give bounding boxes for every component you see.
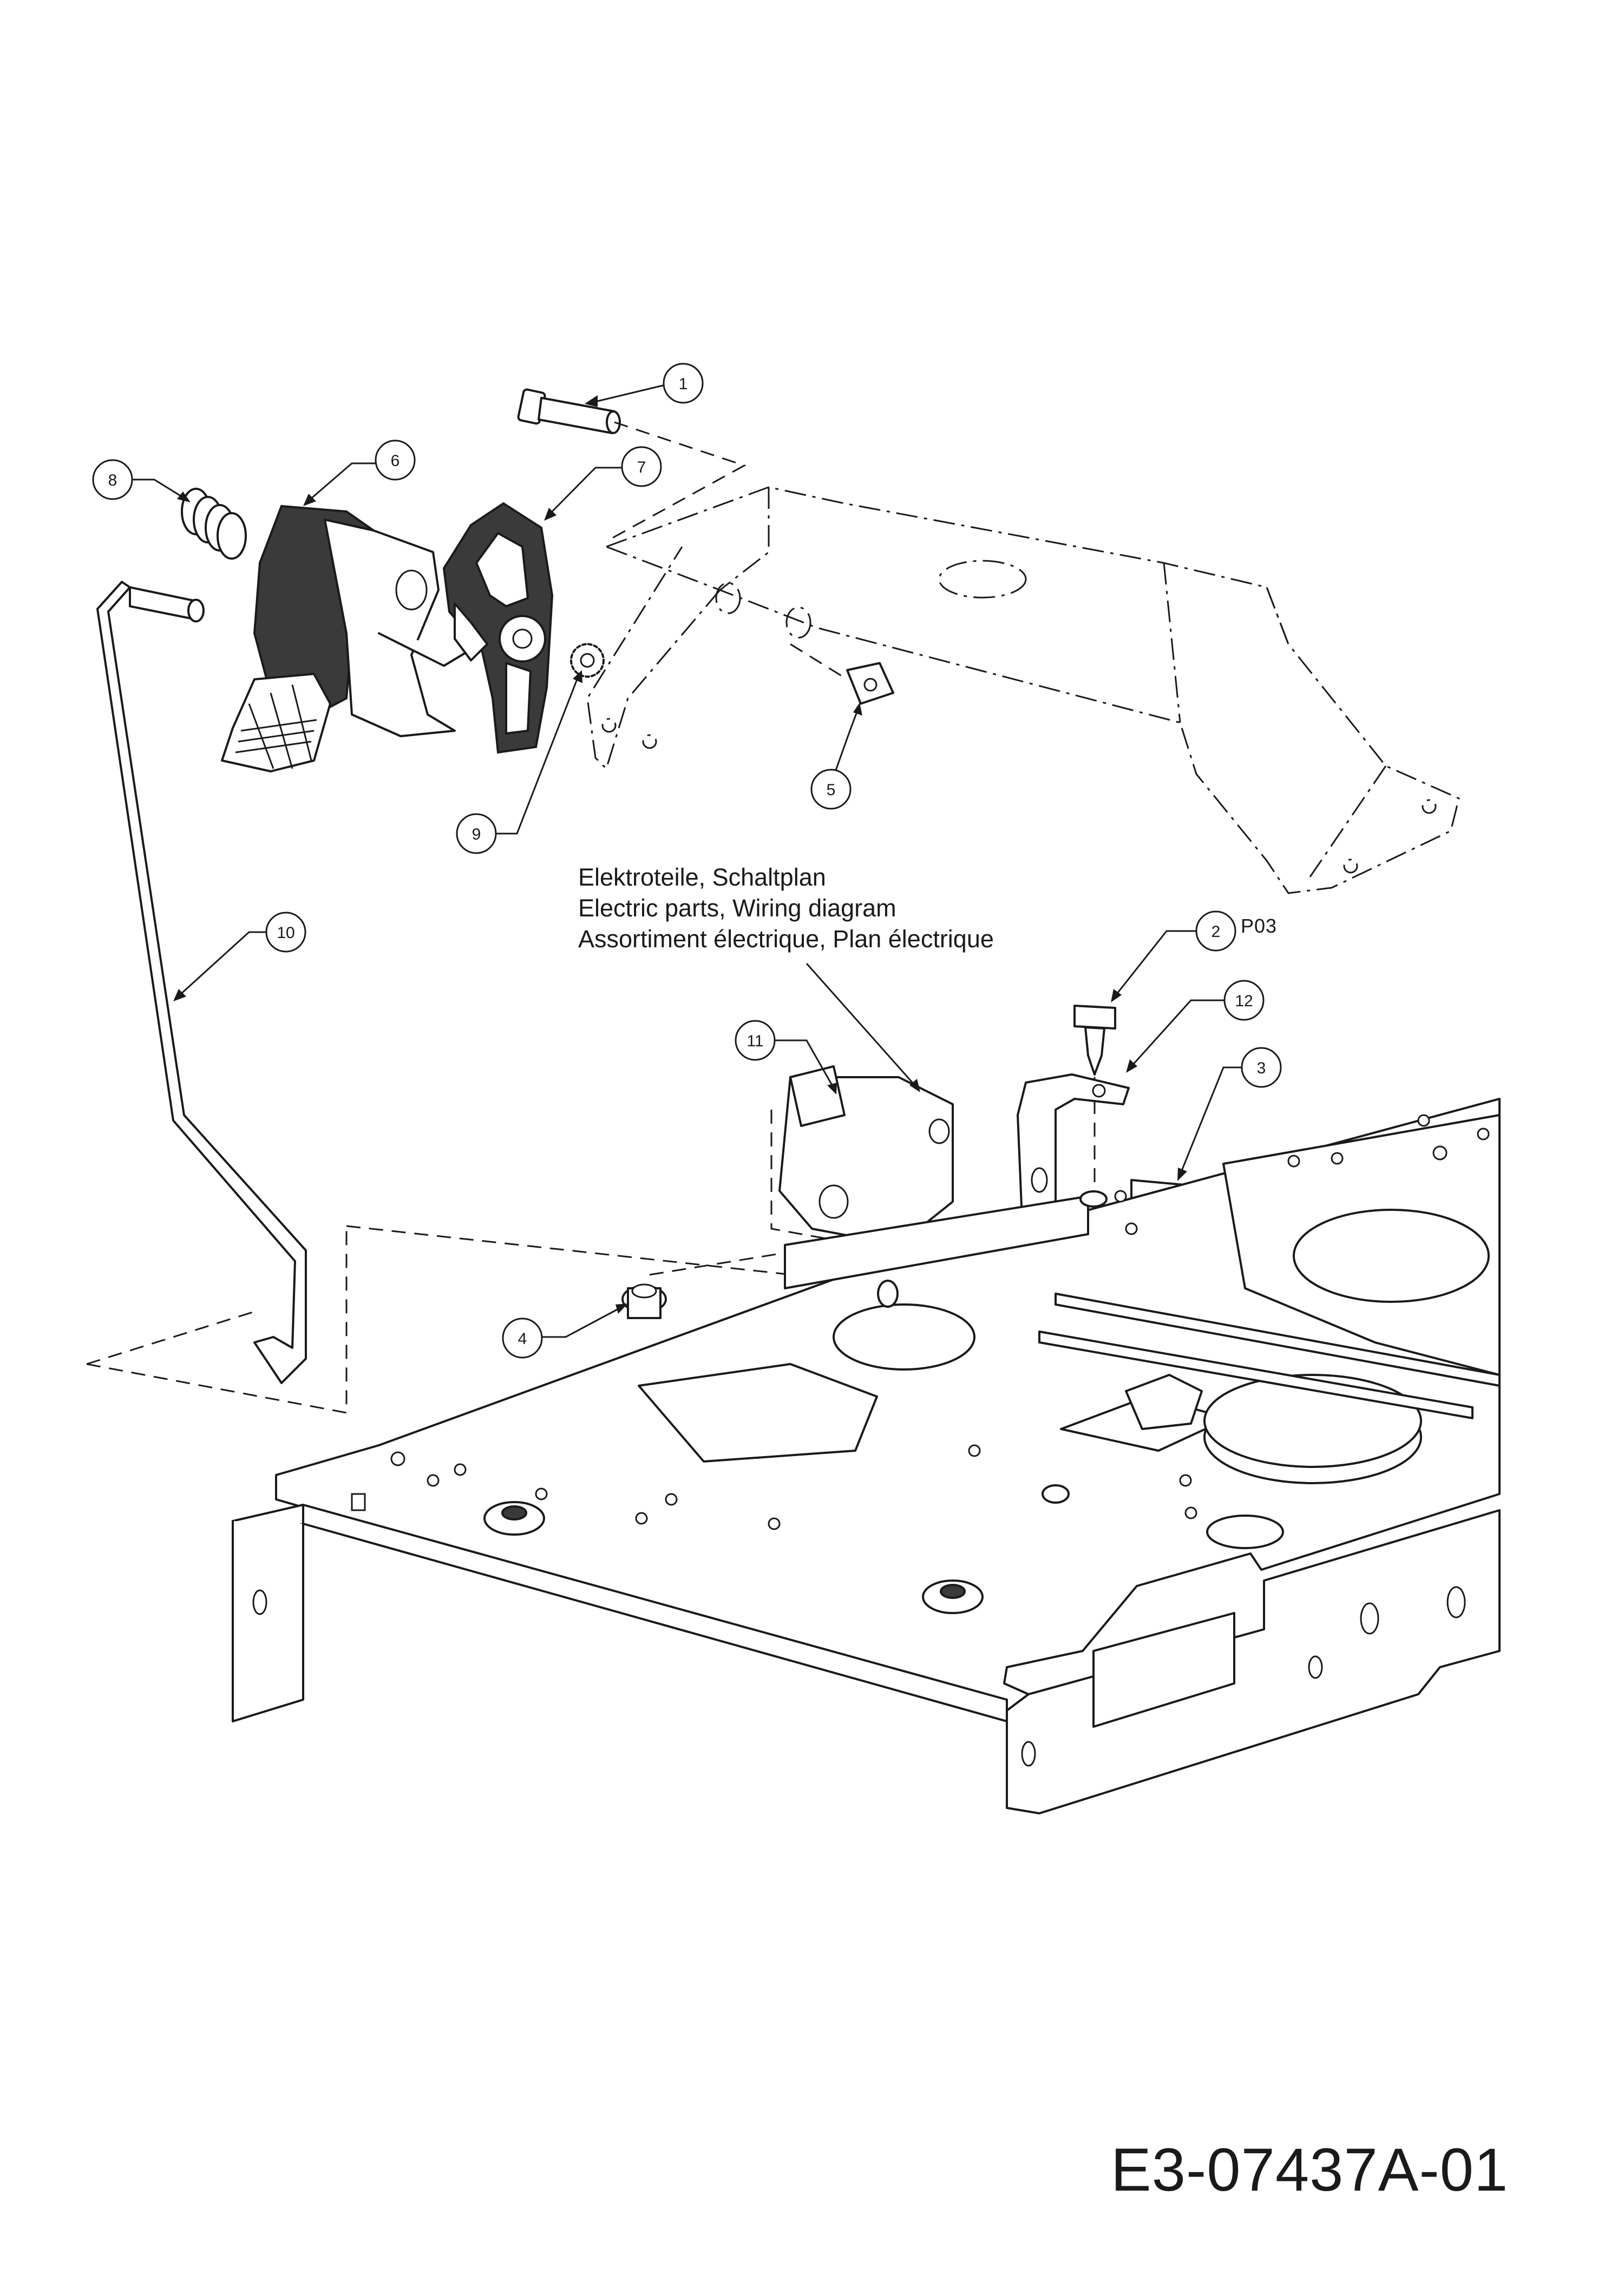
note-line-de: Elektroteile, Schaltplan [578, 863, 826, 891]
part-1-bolt [517, 388, 621, 434]
page-reference-tag: P03 [1241, 915, 1278, 937]
part-2-screw [1073, 1005, 1116, 1076]
part-11-bracket [778, 1065, 954, 1246]
svg-text:10: 10 [277, 924, 294, 942]
callout-10: 10 [265, 912, 306, 953]
note-line-fr: Assortiment électrique, Plan électrique [578, 925, 994, 953]
leader-lines [133, 384, 1242, 1338]
svg-text:4: 4 [518, 1330, 527, 1348]
part-7-ratchet-plate [442, 502, 554, 754]
callout-9: 9 [456, 813, 497, 854]
svg-text:11: 11 [746, 1032, 763, 1050]
callout-1: 1 [663, 363, 704, 404]
callout-5: 5 [810, 769, 852, 810]
part-5-nut [846, 662, 894, 705]
callout-3: 3 [1241, 1047, 1282, 1088]
svg-text:9: 9 [472, 825, 481, 843]
frame [232, 1098, 1501, 1814]
svg-text:6: 6 [391, 452, 400, 470]
callout-2: 2 [1195, 910, 1236, 952]
svg-text:7: 7 [637, 458, 646, 476]
callout-12: 12 [1223, 980, 1265, 1021]
part-10-rod [96, 581, 307, 1384]
svg-text:1: 1 [679, 375, 688, 393]
electric-parts-note: Elektroteile, Schaltplan Electric parts,… [578, 862, 994, 954]
part-6-pedal-housing [221, 504, 472, 772]
callout-4: 4 [502, 1318, 543, 1359]
svg-text:5: 5 [827, 781, 836, 799]
svg-text:2: 2 [1212, 923, 1221, 941]
callout-7: 7 [621, 446, 662, 487]
part-9-star-washer [570, 643, 605, 678]
svg-text:12: 12 [1235, 992, 1253, 1010]
callout-8: 8 [92, 459, 133, 500]
part-4-bushing [621, 1283, 667, 1319]
callout-11: 11 [735, 1020, 776, 1061]
seat-bracket-phantom [586, 486, 1460, 894]
callout-6: 6 [375, 440, 416, 481]
part-8-spring [181, 488, 247, 560]
svg-text:8: 8 [108, 471, 117, 489]
svg-text:3: 3 [1257, 1059, 1266, 1077]
diagram-id: E3-07437A-01 [1111, 2136, 1509, 2204]
note-line-en: Electric parts, Wiring diagram [578, 894, 896, 922]
